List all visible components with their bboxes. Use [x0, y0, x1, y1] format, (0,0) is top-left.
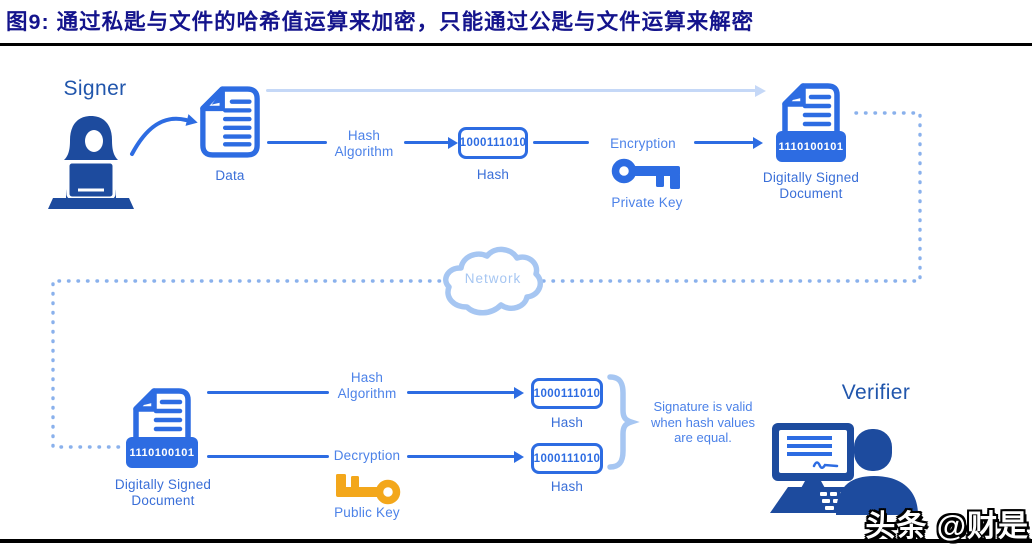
validity-note: Signature is valid when hash values are …	[650, 399, 756, 446]
network-cloud: Network	[437, 241, 549, 325]
signed-document-top: 1110100101	[776, 83, 846, 163]
hashalgo-to-hash-arrow-bottom	[407, 391, 515, 394]
signed-document-bottom-label: Digitally Signed Document	[114, 477, 212, 508]
hash-label-bottom1: Hash	[550, 415, 584, 430]
private-key-icon	[611, 158, 680, 189]
signer-label: Signer	[63, 77, 127, 100]
network-label: Network	[464, 271, 522, 286]
verifier-person-icon	[770, 423, 918, 515]
signed-document-bottom: 1110100101	[126, 387, 198, 470]
data-document-label: Data	[215, 168, 245, 183]
data-to-hashalgo-line	[267, 141, 327, 144]
decryption-label: Decryption	[333, 448, 401, 463]
hash-algorithm-label-top: Hash Algorithm	[334, 128, 394, 159]
public-key-icon	[336, 474, 401, 505]
direct-transmission-arrow	[266, 89, 756, 92]
comparison-brace	[607, 374, 640, 470]
bottom-divider	[0, 539, 1032, 543]
figure-title: 图9: 通过私匙与文件的哈希值运算来加密，只能通过公匙与文件运算来解密	[6, 10, 755, 34]
decryption-to-hash-arrow	[407, 455, 515, 458]
signed-document-bottom-value: 1110100101	[126, 437, 198, 468]
title-divider	[0, 43, 1032, 46]
hash-label-top: Hash	[476, 167, 510, 182]
cloud-icon	[443, 246, 544, 316]
hash-to-encryption-line	[533, 141, 589, 144]
hash-value-box-bottom2: 1000111010	[531, 443, 603, 474]
encryption-label: Encryption	[610, 136, 676, 151]
signer-to-data-arrow	[130, 114, 198, 156]
signed-document-bottom-icon	[133, 388, 191, 454]
hashalgo-to-hash-arrow	[404, 141, 449, 144]
watermark-text: 头条 @财是	[865, 510, 1029, 543]
hash-value-box-top: 1000111010	[458, 127, 528, 159]
signer-person-icon	[48, 116, 134, 209]
signed-document-top-value: 1110100101	[776, 131, 846, 162]
private-key-label: Private Key	[611, 195, 683, 210]
verifier-label: Verifier	[841, 381, 911, 404]
hash-value-box-bottom1: 1000111010	[531, 378, 603, 409]
doc-to-hashalgo-line-bottom	[207, 391, 329, 394]
public-key-label: Public Key	[334, 505, 400, 520]
hash-label-bottom2: Hash	[550, 479, 584, 494]
data-document-icon	[200, 86, 260, 158]
doc-to-decryption-line	[207, 455, 329, 458]
hash-algorithm-label-bottom: Hash Algorithm	[337, 370, 397, 401]
signed-document-top-label: Digitally Signed Document	[762, 170, 860, 201]
encryption-to-doc-arrow	[694, 141, 754, 144]
